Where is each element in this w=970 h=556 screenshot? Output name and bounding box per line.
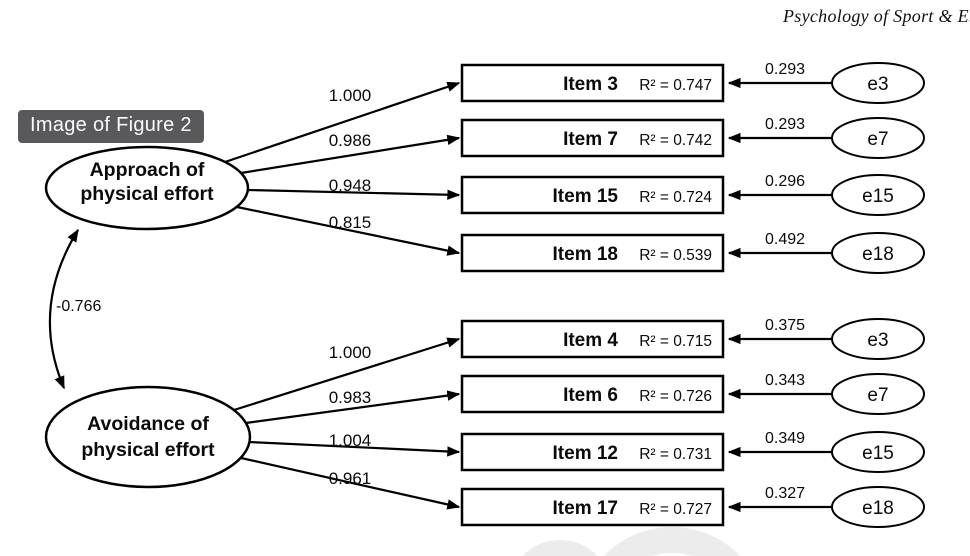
item-label: Item 7 — [563, 129, 618, 150]
error-name: e7 — [867, 129, 888, 150]
item-r2: R² = 0.726 — [639, 388, 712, 405]
factor-approach: Approach of physical effort 1.000 0.986 … — [44, 81, 461, 256]
correlation-arrow — [48, 228, 79, 390]
item-r2: R² = 0.539 — [639, 247, 712, 264]
item-box — [460, 63, 725, 103]
indicator-row-item18: Item 18 R² = 0.539 0.492 e18 — [460, 231, 925, 274]
item-label: Item 15 — [553, 186, 619, 207]
item-label: Item 18 — [553, 244, 618, 265]
loading-value: 0.983 — [329, 388, 372, 407]
loading-value: 1.000 — [329, 343, 372, 362]
journal-header: Psychology of Sport & E. — [783, 6, 970, 26]
factor-name-line1: Avoidance of — [87, 413, 209, 435]
loading-value: 0.986 — [329, 131, 372, 150]
error-value: 0.375 — [765, 317, 805, 334]
factor-avoidance: Avoidance of physical effort 1.000 0.983… — [44, 337, 461, 510]
correlation-value: -0.766 — [56, 298, 101, 315]
error-value: 0.296 — [765, 173, 805, 190]
loading-arrow — [240, 134, 461, 175]
error-value: 0.343 — [765, 372, 805, 389]
factor-name-line2: physical effort — [80, 183, 214, 205]
watermark-blob — [522, 540, 598, 556]
loading-arrow — [247, 188, 461, 200]
factor-ellipse-approach — [44, 145, 250, 231]
indicator-row-item12: Item 12 R² = 0.731 0.349 e15 — [460, 430, 925, 473]
item-box — [460, 233, 725, 273]
error-name: e3 — [867, 330, 888, 351]
item-r2: R² = 0.742 — [639, 132, 712, 149]
indicator-row-item7: Item 7 R² = 0.742 0.293 e7 — [460, 116, 925, 159]
loading-arrow — [245, 390, 461, 425]
error-value: 0.349 — [765, 430, 805, 447]
error-ellipse — [831, 232, 925, 274]
loading-value: 0.948 — [329, 176, 372, 195]
error-ellipse — [831, 62, 925, 104]
error-ellipse — [831, 486, 925, 528]
item-label: Item 3 — [563, 74, 618, 95]
error-name: e18 — [862, 498, 894, 519]
item-r2: R² = 0.731 — [639, 446, 712, 463]
item-box — [460, 319, 725, 359]
item-box — [460, 118, 725, 158]
figure-overlay-label: Image of Figure 2 — [18, 110, 204, 143]
loading-arrow — [233, 337, 461, 412]
loading-arrow — [240, 456, 461, 510]
factor-ellipse-avoidance — [44, 385, 252, 489]
error-name: e15 — [862, 443, 894, 464]
item-box — [460, 175, 725, 215]
error-name: e7 — [867, 385, 888, 406]
error-ellipse — [831, 117, 925, 159]
indicator-row-item15: Item 15 R² = 0.724 0.296 e15 — [460, 173, 925, 216]
indicator-row-item4: Item 4 R² = 0.715 0.375 e3 — [460, 317, 925, 360]
loading-arrow — [224, 81, 461, 164]
item-r2: R² = 0.747 — [639, 77, 712, 94]
error-name: e15 — [862, 186, 894, 207]
error-name: e18 — [862, 244, 894, 265]
error-value: 0.293 — [765, 116, 805, 133]
item-box — [460, 374, 725, 414]
error-ellipse — [831, 174, 925, 216]
loading-arrow — [248, 440, 461, 457]
factor-name-line2: physical effort — [81, 439, 215, 461]
error-value: 0.293 — [765, 61, 805, 78]
watermark-swoosh — [603, 527, 741, 556]
error-value: 0.492 — [765, 231, 805, 248]
loading-arrow — [236, 205, 461, 256]
item-r2: R² = 0.727 — [639, 501, 712, 518]
indicator-row-item17: Item 17 R² = 0.727 0.327 e18 — [460, 485, 925, 528]
error-ellipse — [831, 318, 925, 360]
loading-value: 1.004 — [329, 431, 372, 450]
item-box — [460, 487, 725, 527]
factor-name-line1: Approach of — [90, 159, 205, 181]
item-r2: R² = 0.715 — [639, 333, 712, 350]
indicator-row-item6: Item 6 R² = 0.726 0.343 e7 — [460, 372, 925, 415]
indicator-row-item3: Item 3 R² = 0.747 0.293 e3 — [460, 61, 925, 104]
loading-value: 0.815 — [329, 213, 372, 232]
loading-value: 1.000 — [329, 86, 372, 105]
loading-value: 0.961 — [329, 469, 372, 488]
error-ellipse — [831, 373, 925, 415]
error-name: e3 — [867, 74, 888, 95]
item-r2: R² = 0.724 — [639, 189, 712, 206]
error-value: 0.327 — [765, 485, 805, 502]
item-label: Item 12 — [553, 443, 618, 464]
error-ellipse — [831, 431, 925, 473]
item-label: Item 4 — [563, 330, 618, 351]
item-box — [460, 432, 725, 472]
item-label: Item 17 — [553, 498, 618, 519]
item-label: Item 6 — [563, 385, 618, 406]
